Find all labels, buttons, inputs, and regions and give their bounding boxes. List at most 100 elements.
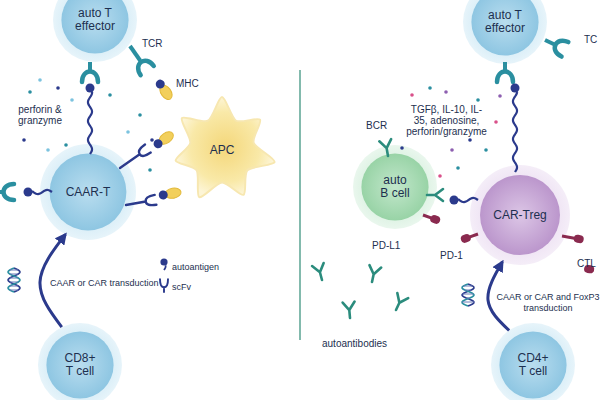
receptor-label: MHC — [176, 78, 199, 89]
receptor-label: PD-1 — [440, 250, 463, 261]
process-label: CAAR or CAR transduction — [50, 278, 159, 289]
dna-strand — [462, 284, 474, 306]
secreted-particle — [468, 138, 472, 142]
dna-rung — [463, 286, 472, 287]
tcr-receptor — [82, 62, 98, 82]
antigen-stem — [458, 198, 478, 202]
receptor-stem — [88, 62, 92, 70]
bcr-receptor — [427, 189, 443, 201]
receptor-cup — [82, 72, 98, 83]
scfv-receptor — [125, 195, 156, 210]
dna-rung — [463, 294, 474, 295]
antigen-head — [511, 84, 520, 93]
molecule-label: perforin & granzyme — [14, 104, 66, 126]
cell-label: CAR-Treg — [485, 209, 555, 222]
process-label: CAAR or CAR and FoxP3 transduction — [496, 292, 600, 314]
mhc-molecule — [154, 78, 175, 102]
cell-body — [480, 175, 560, 255]
cell-body — [46, 331, 113, 398]
checkpoint-head — [573, 234, 584, 244]
antibody-shape — [312, 263, 328, 282]
cell-label: APC — [202, 144, 242, 157]
secreted-particle — [444, 90, 448, 94]
dna-rung — [462, 302, 474, 303]
legend-entry: autoantigen — [172, 262, 219, 272]
mhc-molecule — [164, 187, 181, 200]
antibody-shape — [391, 293, 409, 313]
secreted-particle — [400, 146, 404, 150]
receptor-cup — [135, 57, 154, 75]
cell-label: auto T effector — [64, 7, 126, 33]
antigen-stem — [88, 92, 92, 154]
secreted-particle — [56, 86, 60, 90]
transduction-arrow — [488, 262, 509, 331]
transduction-arrow — [40, 234, 65, 327]
receptor-label: BCR — [366, 120, 387, 131]
b-cell: auto B cell — [353, 145, 437, 229]
receptor-label: TC — [584, 34, 597, 45]
dna-rung — [10, 286, 18, 287]
autoantigen-receptor — [86, 84, 95, 155]
secreted-particle — [476, 98, 480, 102]
secreted-particle — [450, 148, 454, 152]
receptor-stem — [503, 62, 507, 70]
autoantibody — [391, 293, 409, 313]
cell-body — [61, 0, 128, 54]
antigen-head — [160, 258, 167, 265]
apc-cell: APC — [166, 94, 278, 206]
dna-rung — [10, 282, 18, 283]
cd4-t-cell: CD4+ T cell — [491, 323, 575, 400]
t-effector-cell: auto T effector — [463, 0, 547, 64]
car-receptor — [450, 196, 479, 205]
dna-rung — [10, 270, 18, 271]
node-text-box: auto B cell — [379, 174, 411, 200]
dna-rung — [466, 298, 469, 299]
receptor-stem — [545, 40, 554, 44]
secreted-particle — [64, 143, 68, 147]
secreted-particle — [138, 113, 142, 117]
antigen-stem — [32, 190, 52, 194]
dna-rung — [10, 290, 18, 291]
car-treg-cell: CAR-Treg — [470, 165, 570, 265]
cd8-t-cell: CD8+ T cell — [38, 323, 122, 400]
molecule-label: TGFβ, IL-10, IL-35, adenosine, perforin/… — [404, 104, 489, 137]
cell-halo — [40, 144, 136, 240]
legend-sample-scfv — [160, 279, 168, 292]
receptor-label: PD-L1 — [372, 240, 400, 251]
antigen-head — [24, 188, 33, 197]
scfv-receptor — [117, 144, 151, 172]
peptide-ball — [154, 78, 167, 91]
checkpoint-stem — [423, 215, 432, 218]
ctla4-molecule — [561, 232, 584, 244]
pd-1-molecule — [460, 230, 480, 244]
secreted-particle — [28, 90, 32, 94]
secreted-particle — [22, 138, 26, 142]
antibody-shape — [366, 265, 381, 283]
checkpoint-head — [429, 214, 441, 225]
antigen-head — [450, 196, 459, 205]
panel-divider — [299, 70, 301, 340]
antibody-shape — [427, 189, 443, 201]
scfv-shape — [117, 144, 151, 172]
autoantibody — [312, 263, 328, 282]
apc-body — [176, 97, 275, 197]
receptor-label: TCR — [142, 38, 163, 49]
receptor-cup — [497, 72, 513, 83]
node-text-box: CD8+ T cell — [63, 352, 97, 378]
receptor-cup — [552, 38, 568, 57]
mhc-molecule — [158, 187, 182, 201]
scfv-shape — [125, 195, 156, 210]
dna-strand — [462, 284, 474, 306]
node-text-box: CAAR-T — [53, 186, 123, 199]
cell-halo — [491, 323, 575, 400]
secreted-particle — [484, 148, 488, 152]
node-text-box: CD4+ T cell — [516, 352, 550, 378]
secreted-particle — [126, 130, 130, 134]
legend-text: autoantigen — [172, 262, 219, 272]
dna-strand — [8, 268, 20, 292]
cell-halo — [53, 0, 137, 62]
antigen-stem — [164, 265, 166, 270]
cell-label: CAAR-T — [53, 186, 123, 199]
mhc-molecule — [157, 129, 176, 146]
